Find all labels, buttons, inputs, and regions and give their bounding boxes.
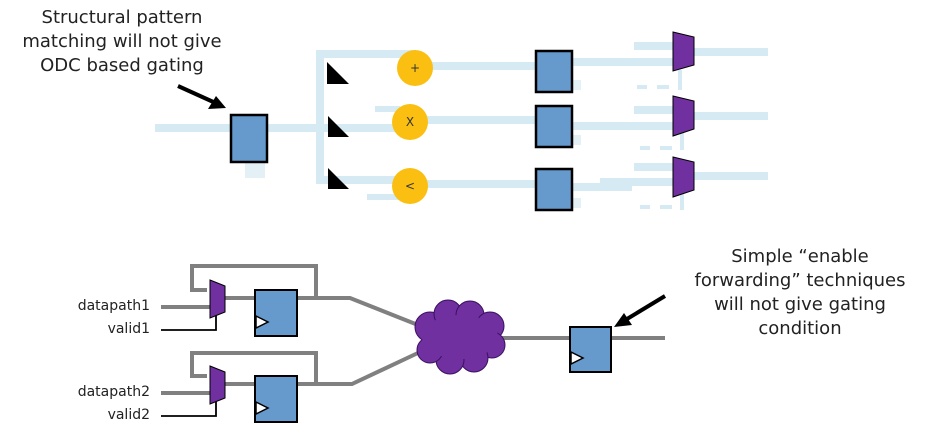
register-adder-output (534, 49, 574, 94)
register-2 (254, 375, 298, 423)
register-multiplier-output (534, 104, 574, 149)
mux-icon (672, 95, 695, 137)
annotation-arrow-bottom (614, 294, 667, 327)
gate-triangle-icon (328, 168, 349, 189)
logic-cloud-icon (414, 299, 506, 375)
mux-icon (672, 31, 695, 72)
annotation-bottom: Simple “enable forwarding” techniques wi… (694, 246, 906, 339)
reg-cloud-wire-2 (297, 350, 421, 386)
reg-cloud-wire-1 (297, 296, 419, 327)
label-datapath1: datapath1 (77, 298, 150, 314)
top-diagram: + X < (155, 31, 768, 212)
register-input (229, 113, 269, 164)
bottom-diagram (161, 264, 665, 395)
mux-icon (209, 365, 226, 405)
register-output (569, 326, 612, 373)
operator-symbol: X (406, 115, 414, 129)
mux-icon (209, 279, 226, 319)
feedback-wire-1 (190, 264, 318, 298)
operator-multiplier: X (392, 104, 428, 140)
clock-triangle-icon (255, 400, 270, 416)
operator-symbol: + (410, 61, 420, 75)
gate-triangle-icon (328, 116, 349, 137)
operator-adder: + (397, 50, 433, 86)
annotation-arrow-top (177, 84, 226, 109)
register-1 (254, 289, 298, 337)
register-comparator-output (534, 167, 574, 212)
operator-comparator: < (392, 168, 428, 204)
mux-icon (672, 156, 695, 198)
annotation-top: Structural pattern matching will not giv… (22, 7, 222, 76)
valid2-wire (161, 401, 217, 417)
label-valid2: valid2 (107, 407, 150, 423)
clock-triangle-icon (570, 350, 585, 366)
operator-symbol: < (405, 179, 415, 193)
clock-triangle-icon (255, 314, 270, 330)
label-valid1: valid1 (107, 321, 150, 337)
label-datapath2: datapath2 (77, 384, 150, 400)
feedback-wire-2 (190, 351, 318, 384)
valid1-wire (161, 315, 217, 331)
gate-triangle-icon (327, 62, 349, 84)
